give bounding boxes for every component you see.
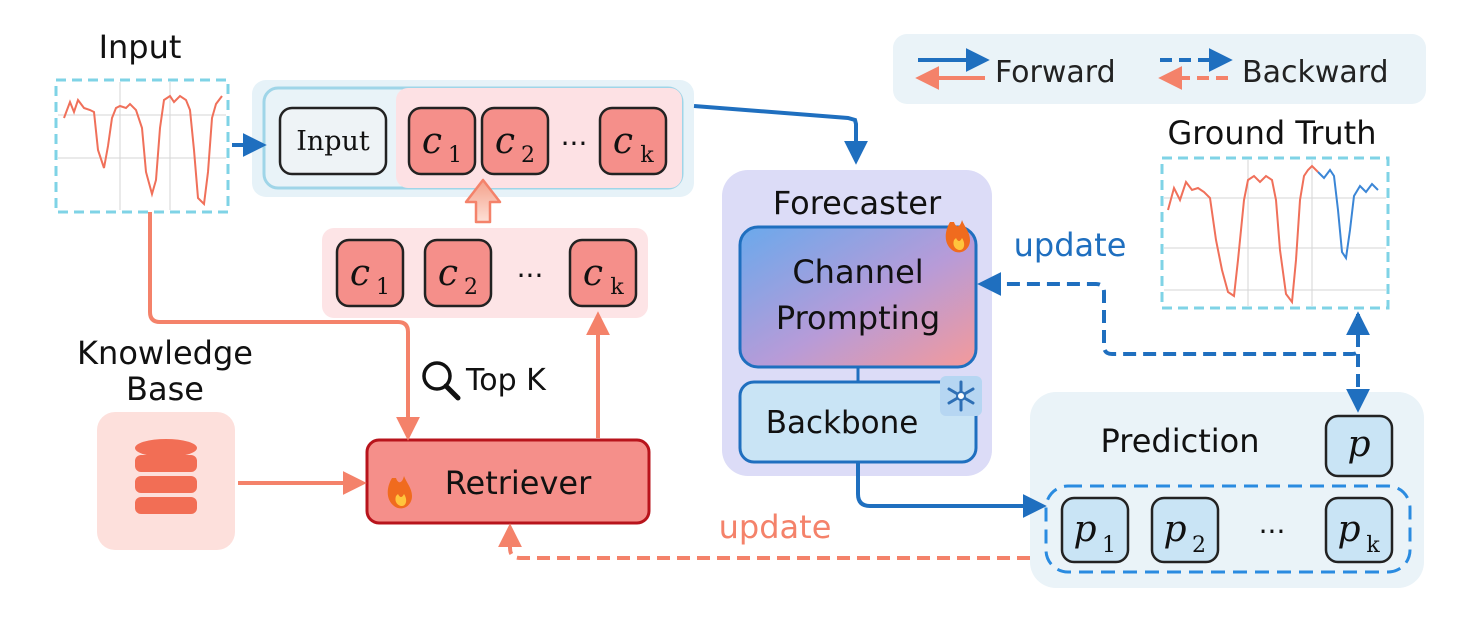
selection-arrow-icon <box>464 178 502 224</box>
context-c2-label: c <box>495 121 515 162</box>
backbone-node: Backbone <box>738 380 978 464</box>
prediction-p1-label: p <box>1073 509 1096 550</box>
context-ck-sub: k <box>640 143 654 168</box>
prediction-pk-node: p k <box>1324 496 1394 564</box>
prediction-p2-sub: 2 <box>1192 533 1206 558</box>
backbone-label: Backbone <box>766 405 919 441</box>
prediction-ellipsis: ··· <box>1259 515 1286 548</box>
update-to-channel-prompting-arrow <box>977 272 1360 356</box>
context-c2-node: c 2 <box>480 106 550 176</box>
candidate-c1-node: c 1 <box>335 238 405 308</box>
context-c1-label: c <box>422 121 442 162</box>
retriever-node: Retriever <box>365 438 651 525</box>
context-c1-node: c 1 <box>407 106 477 176</box>
update-bottom-label: update <box>719 508 832 546</box>
candidate-c2-sub: 2 <box>464 275 478 300</box>
channel-prompting-line1: Channel <box>792 253 923 291</box>
prediction-pk-sub: k <box>1366 533 1380 558</box>
prediction-p1-node: p 1 <box>1060 496 1130 564</box>
retriever-label: Retriever <box>445 464 592 502</box>
context-c1-sub: 1 <box>448 143 462 168</box>
forecaster-title: Forecaster <box>773 184 942 222</box>
candidates-ellipsis: ··· <box>517 259 544 292</box>
candidate-c2-node: c 2 <box>423 238 493 308</box>
candidate-ck-node: c k <box>568 238 638 308</box>
context-input-node: Input <box>278 106 388 176</box>
ground-truth-chart <box>1160 156 1390 310</box>
candidate-ck-label: c <box>583 253 603 294</box>
context-ck-label: c <box>613 121 633 162</box>
snowflake-icon <box>940 376 982 416</box>
prediction-p2-label: p <box>1163 509 1186 550</box>
context-c2-sub: 2 <box>521 143 535 168</box>
legend-forward-label: Forward <box>995 55 1116 90</box>
database-icon <box>135 439 197 514</box>
legend: Forward Backward <box>893 34 1426 104</box>
fire-icon <box>387 476 412 509</box>
prediction-pk-label: p <box>1337 509 1360 550</box>
input-to-retriever-arrow <box>148 212 420 441</box>
magnifier-icon <box>422 361 461 401</box>
channel-prompting-line2: Prompting <box>776 299 940 337</box>
context-input-label: Input <box>296 126 370 157</box>
context-ck-node: c k <box>598 106 668 176</box>
update-top-label: update <box>1014 226 1127 264</box>
prediction-p1-sub: 1 <box>1102 533 1116 558</box>
candidate-c1-sub: 1 <box>376 275 390 300</box>
top-k-label: Top K <box>465 363 547 398</box>
forecaster-fire-icon <box>945 220 970 253</box>
backbone-to-prediction-arrow <box>856 462 1047 518</box>
input-series-chart <box>54 78 230 214</box>
input-title: Input <box>99 28 182 66</box>
legend-backward-label: Backward <box>1242 55 1389 90</box>
prediction-p-node: p <box>1324 414 1394 478</box>
knowledge-base-label-line1: Knowledge <box>77 334 253 372</box>
prediction-candidates-group <box>1044 484 1412 574</box>
ground-truth-title: Ground Truth <box>1168 114 1377 152</box>
prediction-p-label: p <box>1347 424 1370 465</box>
prediction-title: Prediction <box>1101 422 1260 460</box>
channel-prompting-node: Channel Prompting <box>738 225 978 369</box>
context-ellipsis: ··· <box>561 127 588 160</box>
knowledge-base-box <box>97 412 235 550</box>
update-to-retriever-arrow <box>498 523 1030 560</box>
knowledge-base-label-line2: Base <box>126 370 204 408</box>
prediction-p2-node: p 2 <box>1150 496 1220 564</box>
candidate-ck-sub: k <box>610 275 624 300</box>
candidate-c1-label: c <box>350 253 370 294</box>
candidate-c2-label: c <box>438 253 458 294</box>
context-to-forecaster-arrow <box>693 104 868 165</box>
